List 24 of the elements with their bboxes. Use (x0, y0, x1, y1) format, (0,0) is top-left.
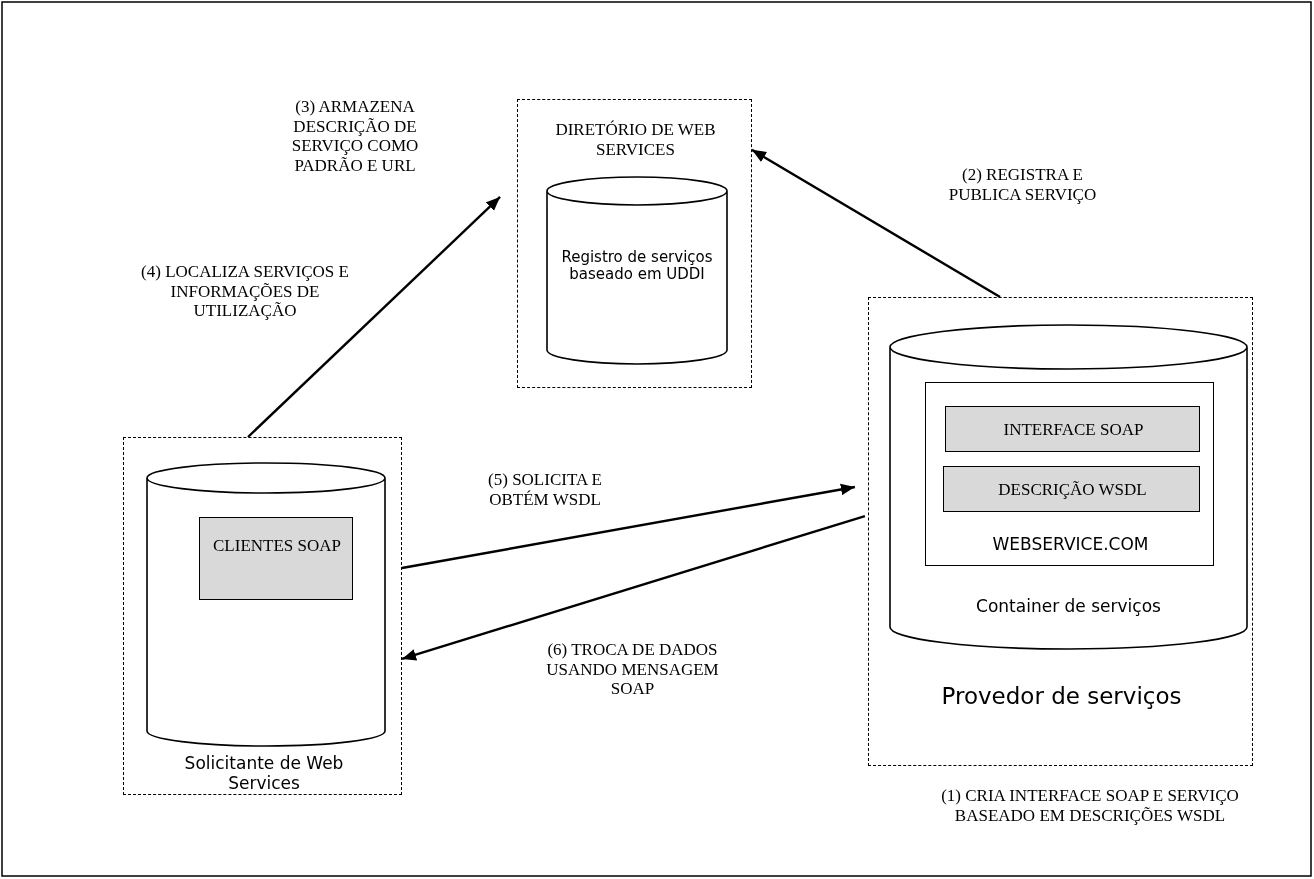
component-box (199, 517, 353, 600)
requester-group (123, 437, 402, 795)
arrow (401, 514, 866, 661)
node-label: INTERFACE SOAP (1002, 420, 1145, 440)
directory-group (517, 99, 752, 388)
provider-group (868, 297, 1253, 766)
step-caption: (1) CRIA INTERFACE SOAP E SERVIÇO BASEADO EM DESCRIÇÕES WSDL (940, 786, 1240, 826)
arrow (401, 483, 856, 570)
component-box (943, 466, 1200, 512)
arrow (247, 196, 501, 438)
node-label: DIRETÓRIO DE WEB SERVICES (554, 120, 717, 160)
container-cylinder (890, 325, 1247, 649)
step-note: (4) LOCALIZA SERVIÇOS E INFORMAÇÕES DE UTILIZAÇÃO (140, 262, 350, 321)
node-label: Registro de serviços baseado em UDDI (560, 249, 714, 284)
node-label: DESCRIÇÃO WSDL (997, 480, 1148, 500)
node-label: Provedor de serviços (940, 683, 1183, 710)
node-label: Solicitante de Web Services (183, 754, 345, 794)
database-cylinder (547, 177, 727, 364)
service-box (925, 382, 1214, 566)
component-box (945, 406, 1200, 452)
node-label: CLIENTES SOAP (212, 536, 342, 556)
node-label: WEBSERVICE.COM (991, 535, 1150, 555)
arrow (751, 148, 1001, 299)
node-label: Container de serviços (975, 597, 1162, 617)
